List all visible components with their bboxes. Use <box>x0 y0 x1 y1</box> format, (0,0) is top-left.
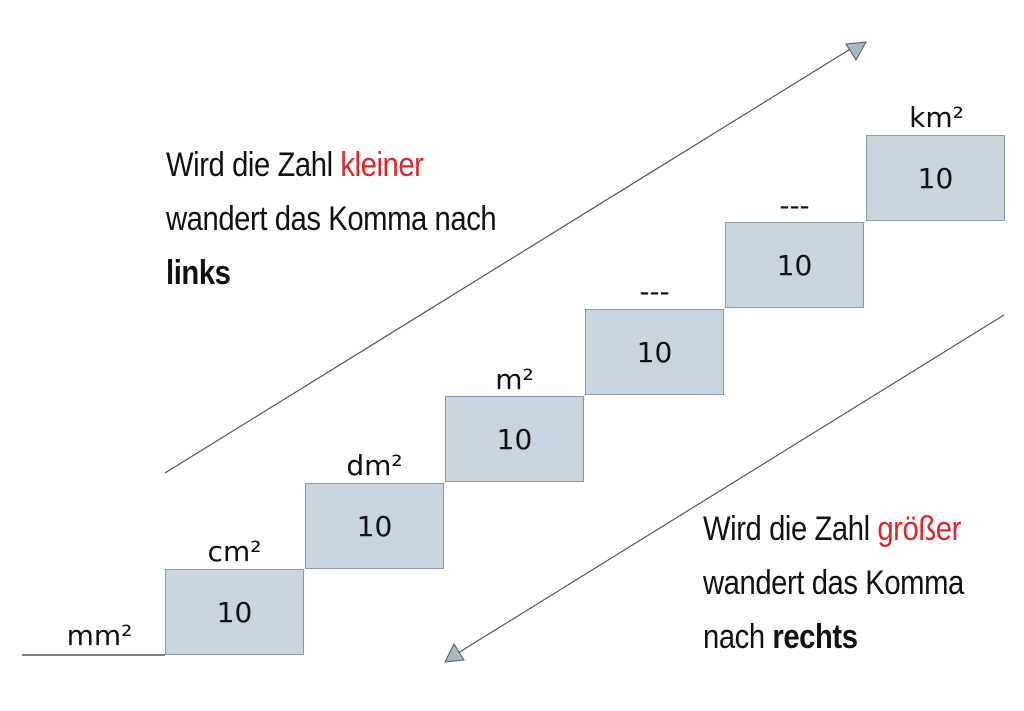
unit-label-m2: m² <box>495 363 534 396</box>
note-left-highlight: kleiner <box>340 146 424 184</box>
note-right-line2: wandert das Komma <box>703 564 964 602</box>
unit-label-km2: km² <box>909 101 964 134</box>
unit-label-cm2: cm² <box>207 535 262 568</box>
note-right-line1-prefix: Wird die Zahl <box>703 510 878 548</box>
note-left-line3: links <box>166 254 231 292</box>
step-box-cm2: 10 <box>165 569 304 655</box>
down-arrow-head <box>444 642 465 663</box>
note-right: Wird die Zahl größer wandert das Komma n… <box>703 502 964 664</box>
note-left: Wird die Zahl kleiner wandert das Komma … <box>166 138 497 300</box>
step-box-km2: 10 <box>866 135 1005 221</box>
unit-label-step6: --- <box>779 189 810 222</box>
step-box-step5: 10 <box>585 309 724 395</box>
note-right-line3: nach rechts <box>703 610 964 664</box>
step-box-m2: 10 <box>445 396 584 482</box>
unit-label-step5: --- <box>639 275 670 308</box>
up-arrow-head <box>845 41 867 61</box>
down-arrow-line <box>457 314 1005 654</box>
note-left-line1-prefix: Wird die Zahl <box>166 146 341 184</box>
unit-label-mm2: mm² <box>66 619 133 652</box>
note-right-line3-prefix: nach <box>703 618 773 656</box>
note-left-line1: Wird die Zahl kleiner <box>166 138 496 192</box>
step-box-step6: 10 <box>725 222 864 308</box>
step-box-dm2: 10 <box>305 483 444 569</box>
note-left-line2: wandert das Komma nach <box>166 200 497 238</box>
unit-label-dm2: dm² <box>346 449 403 482</box>
note-right-bold: rechts <box>772 618 858 656</box>
note-right-highlight: größer <box>877 510 961 548</box>
note-right-line1: Wird die Zahl größer <box>703 502 964 556</box>
up-arrow-line <box>164 47 853 474</box>
